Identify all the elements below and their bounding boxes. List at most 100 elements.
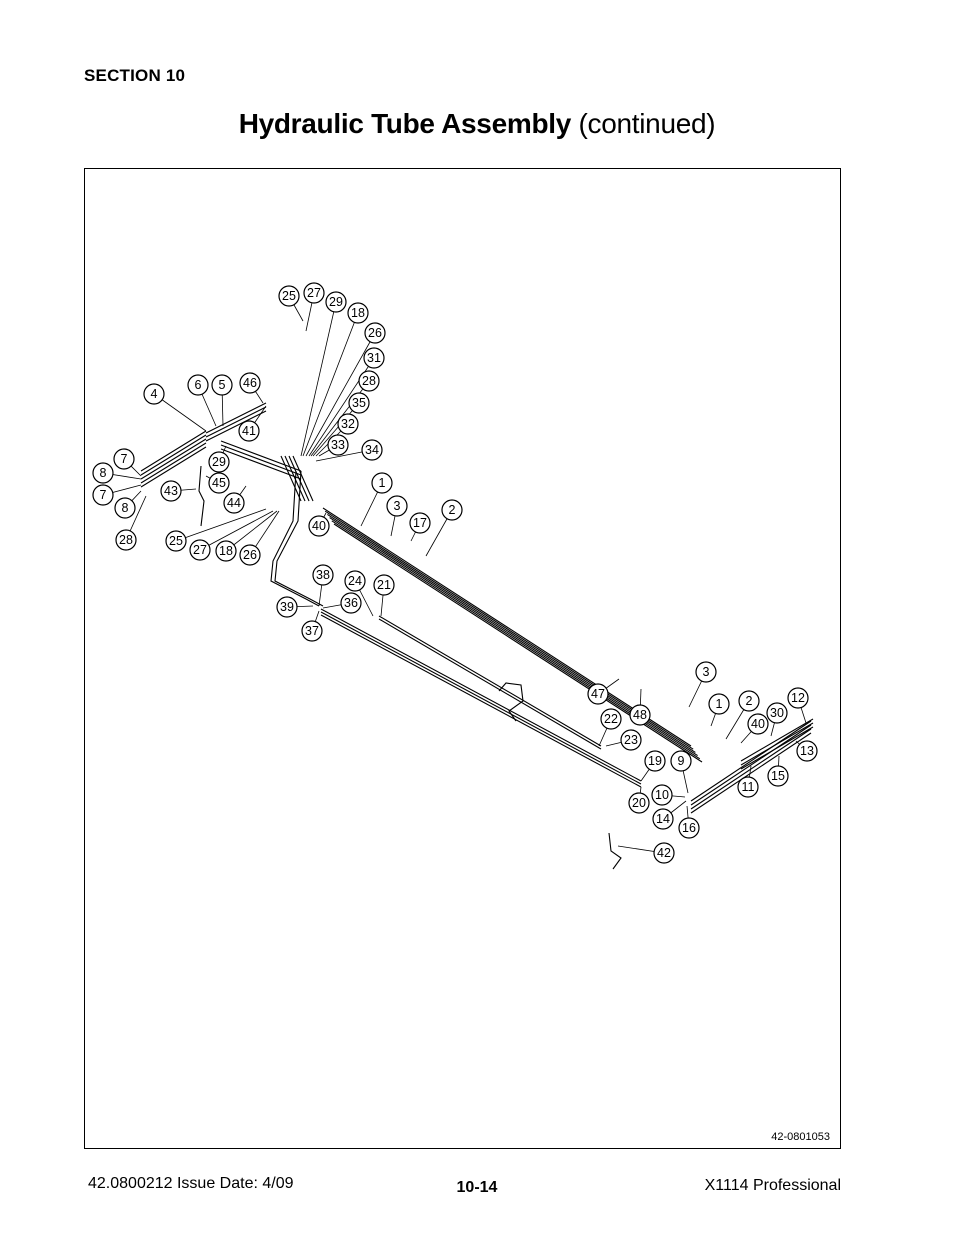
callout-circle [187, 374, 209, 396]
callout-bubble: 27 [189, 539, 211, 561]
tube-left-run [205, 410, 267, 442]
callout-bubble: 5 [211, 374, 233, 396]
callout-leader [175, 508, 267, 542]
callout-circle [347, 302, 369, 324]
callout-bubble: 39 [276, 596, 298, 618]
callout-number: 48 [633, 708, 647, 722]
callout-number: 31 [367, 351, 381, 365]
callout-leader [302, 312, 359, 457]
tube-lower-run [320, 614, 642, 788]
callout-bubble: 9 [670, 750, 692, 772]
callout-bubble: 36 [340, 592, 362, 614]
callout-number: 2 [746, 694, 753, 708]
callout-bubble: 42 [653, 842, 675, 864]
callout-bubble: 3 [386, 495, 408, 517]
callout-number: 28 [362, 374, 376, 388]
callout-number: 3 [394, 499, 401, 513]
callout-bubble: 40 [308, 515, 330, 537]
callout-number: 34 [365, 443, 379, 457]
callout-bubble: 16 [678, 817, 700, 839]
callout-circle [348, 392, 370, 414]
callout-number: 7 [121, 452, 128, 466]
callout-bubble: 35 [348, 392, 370, 414]
callout-leader [225, 510, 278, 552]
callout-circle [670, 750, 692, 772]
callout-circle [211, 374, 233, 396]
callout-bubble: 1 [708, 693, 730, 715]
callout-circle [303, 282, 325, 304]
tube-right-branch [740, 726, 814, 770]
callout-bubble: 31 [363, 347, 385, 369]
callout-circle [143, 383, 165, 405]
tube-lower-run [378, 615, 602, 747]
callout-bubble: 14 [652, 808, 674, 830]
callout-circle [327, 434, 349, 456]
callout-number: 45 [212, 476, 226, 490]
callout-bubble: 3 [695, 661, 717, 683]
callout-circle [344, 570, 366, 592]
callout-bubble: 4 [143, 383, 165, 405]
callout-number: 29 [212, 455, 226, 469]
tube-center-cluster [292, 455, 314, 502]
callout-bubble: 28 [115, 529, 137, 551]
tube-left-run [205, 402, 267, 434]
callout-circle [737, 776, 759, 798]
callout-number: 37 [305, 624, 319, 638]
callout-bubble: 26 [364, 322, 386, 344]
callout-number: 29 [329, 295, 343, 309]
callout-number: 17 [413, 516, 427, 530]
callout-circle [678, 817, 700, 839]
footer-page-number: 10-14 [456, 1179, 498, 1196]
callout-number: 44 [227, 496, 241, 510]
callout-number: 27 [307, 286, 321, 300]
callout-bubble: 11 [737, 776, 759, 798]
callout-number: 21 [377, 578, 391, 592]
callout-circle [628, 792, 650, 814]
callout-circle [301, 620, 323, 642]
tube-left-run [140, 430, 207, 472]
callout-bubble: 46 [239, 372, 261, 394]
callout-bubble: 23 [620, 729, 642, 751]
callout-number: 1 [379, 476, 386, 490]
tube-right-branch [740, 718, 814, 762]
callout-circle [114, 497, 136, 519]
callout-circle [651, 784, 673, 806]
tube-part-42 [608, 832, 622, 870]
callout-number: 5 [219, 378, 226, 392]
callout-number: 8 [100, 466, 107, 480]
callout-number: 7 [100, 488, 107, 502]
callout-number: 22 [604, 712, 618, 726]
callout-number: 1 [716, 697, 723, 711]
callout-circle [373, 574, 395, 596]
callout-number: 14 [656, 812, 670, 826]
callout-circle [160, 480, 182, 502]
callout-circle [738, 690, 760, 712]
callout-number: 46 [243, 376, 257, 390]
callout-number: 23 [624, 733, 638, 747]
callout-circle [361, 439, 383, 461]
callout-number: 12 [791, 691, 805, 705]
callout-bubble: 41 [238, 420, 260, 442]
callout-bubble: 33 [327, 434, 349, 456]
callout-circle [358, 370, 380, 392]
callout-number: 9 [678, 754, 685, 768]
callout-bubble: 25 [165, 530, 187, 552]
callout-circle [276, 596, 298, 618]
callout-number: 38 [316, 568, 330, 582]
callout-circle [239, 372, 261, 394]
tube-left-run [140, 438, 207, 480]
callout-bubble: 37 [301, 620, 323, 642]
callout-leader [305, 332, 376, 457]
callout-circle [695, 661, 717, 683]
callout-circle [92, 484, 114, 506]
callout-bubble: 45 [208, 472, 230, 494]
figure-number: 42-0801053 [771, 1131, 830, 1143]
tube-right-branch [690, 724, 812, 806]
callout-bubble: 26 [239, 544, 261, 566]
callout-bubble: 32 [337, 413, 359, 435]
footer-doc-id: 42.0800212 Issue Date: 4/09 [88, 1175, 294, 1192]
tube-left-run [140, 434, 207, 476]
callout-bubble: 15 [767, 765, 789, 787]
